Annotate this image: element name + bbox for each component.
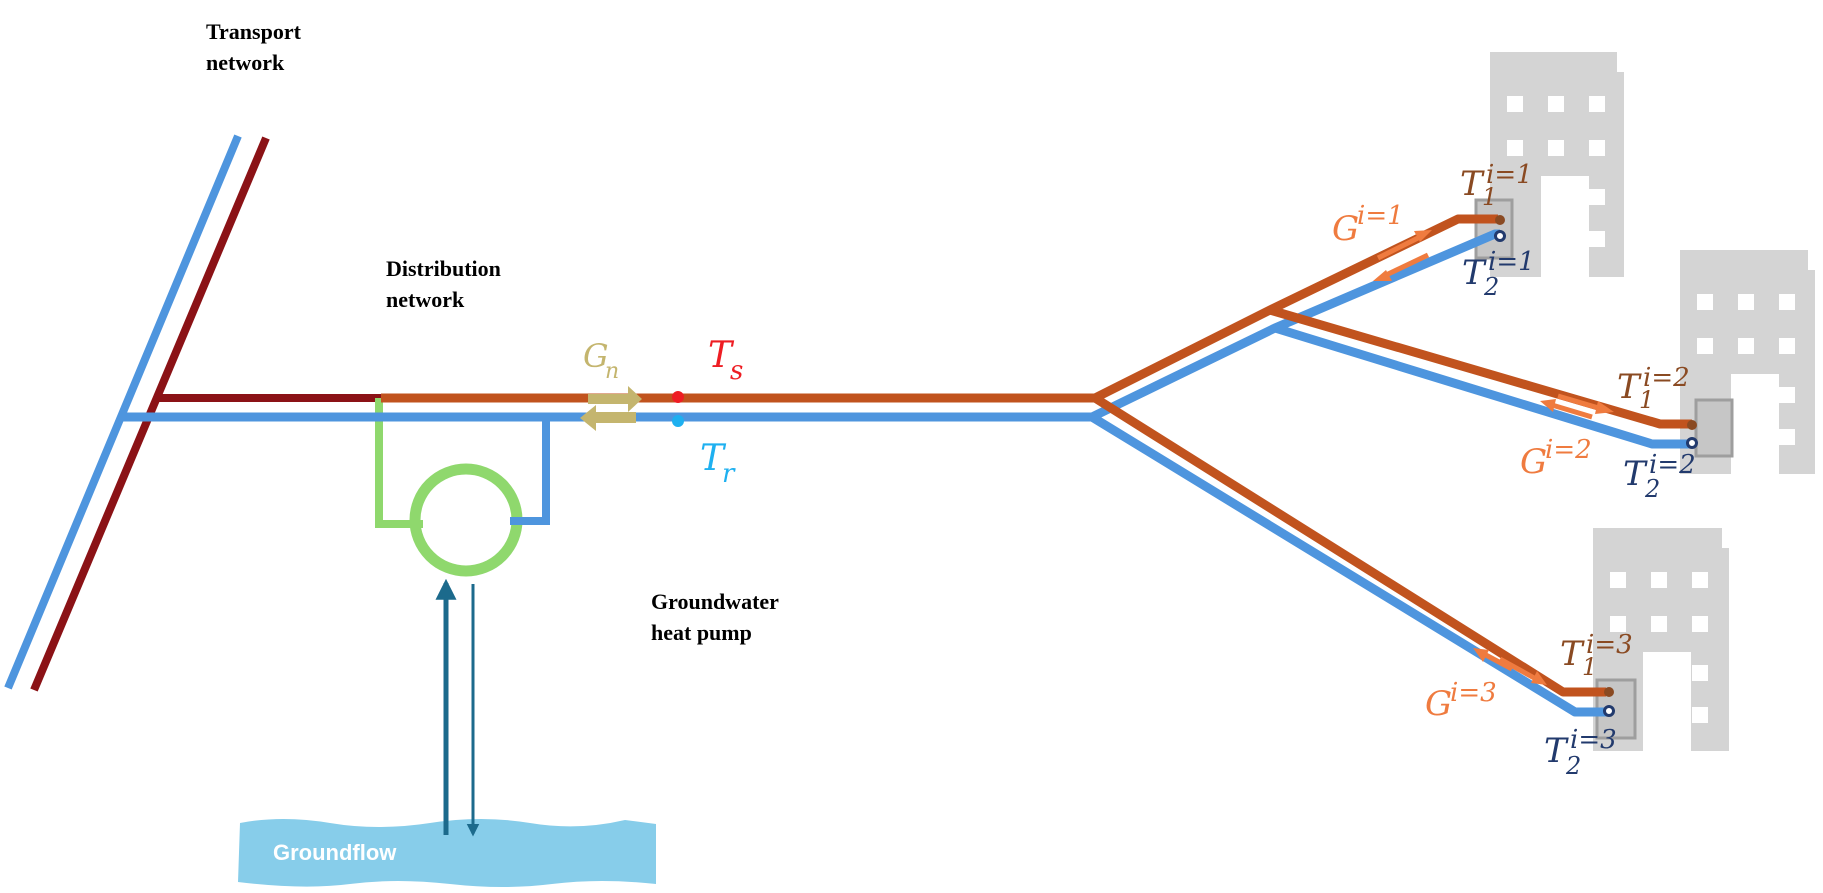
building-3-t2-symbol: T2i=3	[1544, 725, 1617, 780]
transport-network-label: Transport network	[206, 19, 306, 75]
building-1-t2-symbol: T2i=1	[1462, 247, 1535, 301]
heat-pump	[375, 398, 550, 577]
distribution-supply-pipes	[381, 214, 1692, 697]
building-2-t1-symbol: T1i=2	[1617, 363, 1690, 414]
building-end-nodes	[1494, 215, 1698, 717]
groundflow: Groundflow	[238, 819, 656, 887]
groundflow-label: Groundflow	[273, 840, 397, 865]
building-3-t1-symbol: T1i=3	[1560, 630, 1633, 681]
network-flow-arrows	[580, 386, 642, 431]
building-1-t1-symbol: T1i=1	[1460, 160, 1533, 211]
building-2-flow-symbol: Gi=2	[1520, 435, 1592, 482]
transport-return-line	[4, 134, 242, 690]
gn-symbol: Gn	[583, 337, 619, 384]
building-1	[1474, 52, 1624, 277]
building-2-t2-symbol: T2i=2	[1623, 450, 1696, 503]
tr-symbol: Tr	[700, 438, 736, 489]
ts-marker	[672, 391, 684, 403]
building-1-flow-symbol: Gi=1	[1332, 201, 1404, 249]
building-3-flow-symbol: Gi=3	[1425, 678, 1497, 724]
heat-pump-label: Groundwater heat pump	[651, 589, 784, 645]
building-flow-arrows	[1373, 230, 1614, 685]
distribution-network-label: Distribution network	[386, 256, 506, 312]
ts-symbol: Ts	[708, 335, 743, 386]
distribution-return-pipes	[122, 229, 1690, 717]
tr-marker	[672, 415, 684, 427]
building-2	[1680, 250, 1815, 474]
